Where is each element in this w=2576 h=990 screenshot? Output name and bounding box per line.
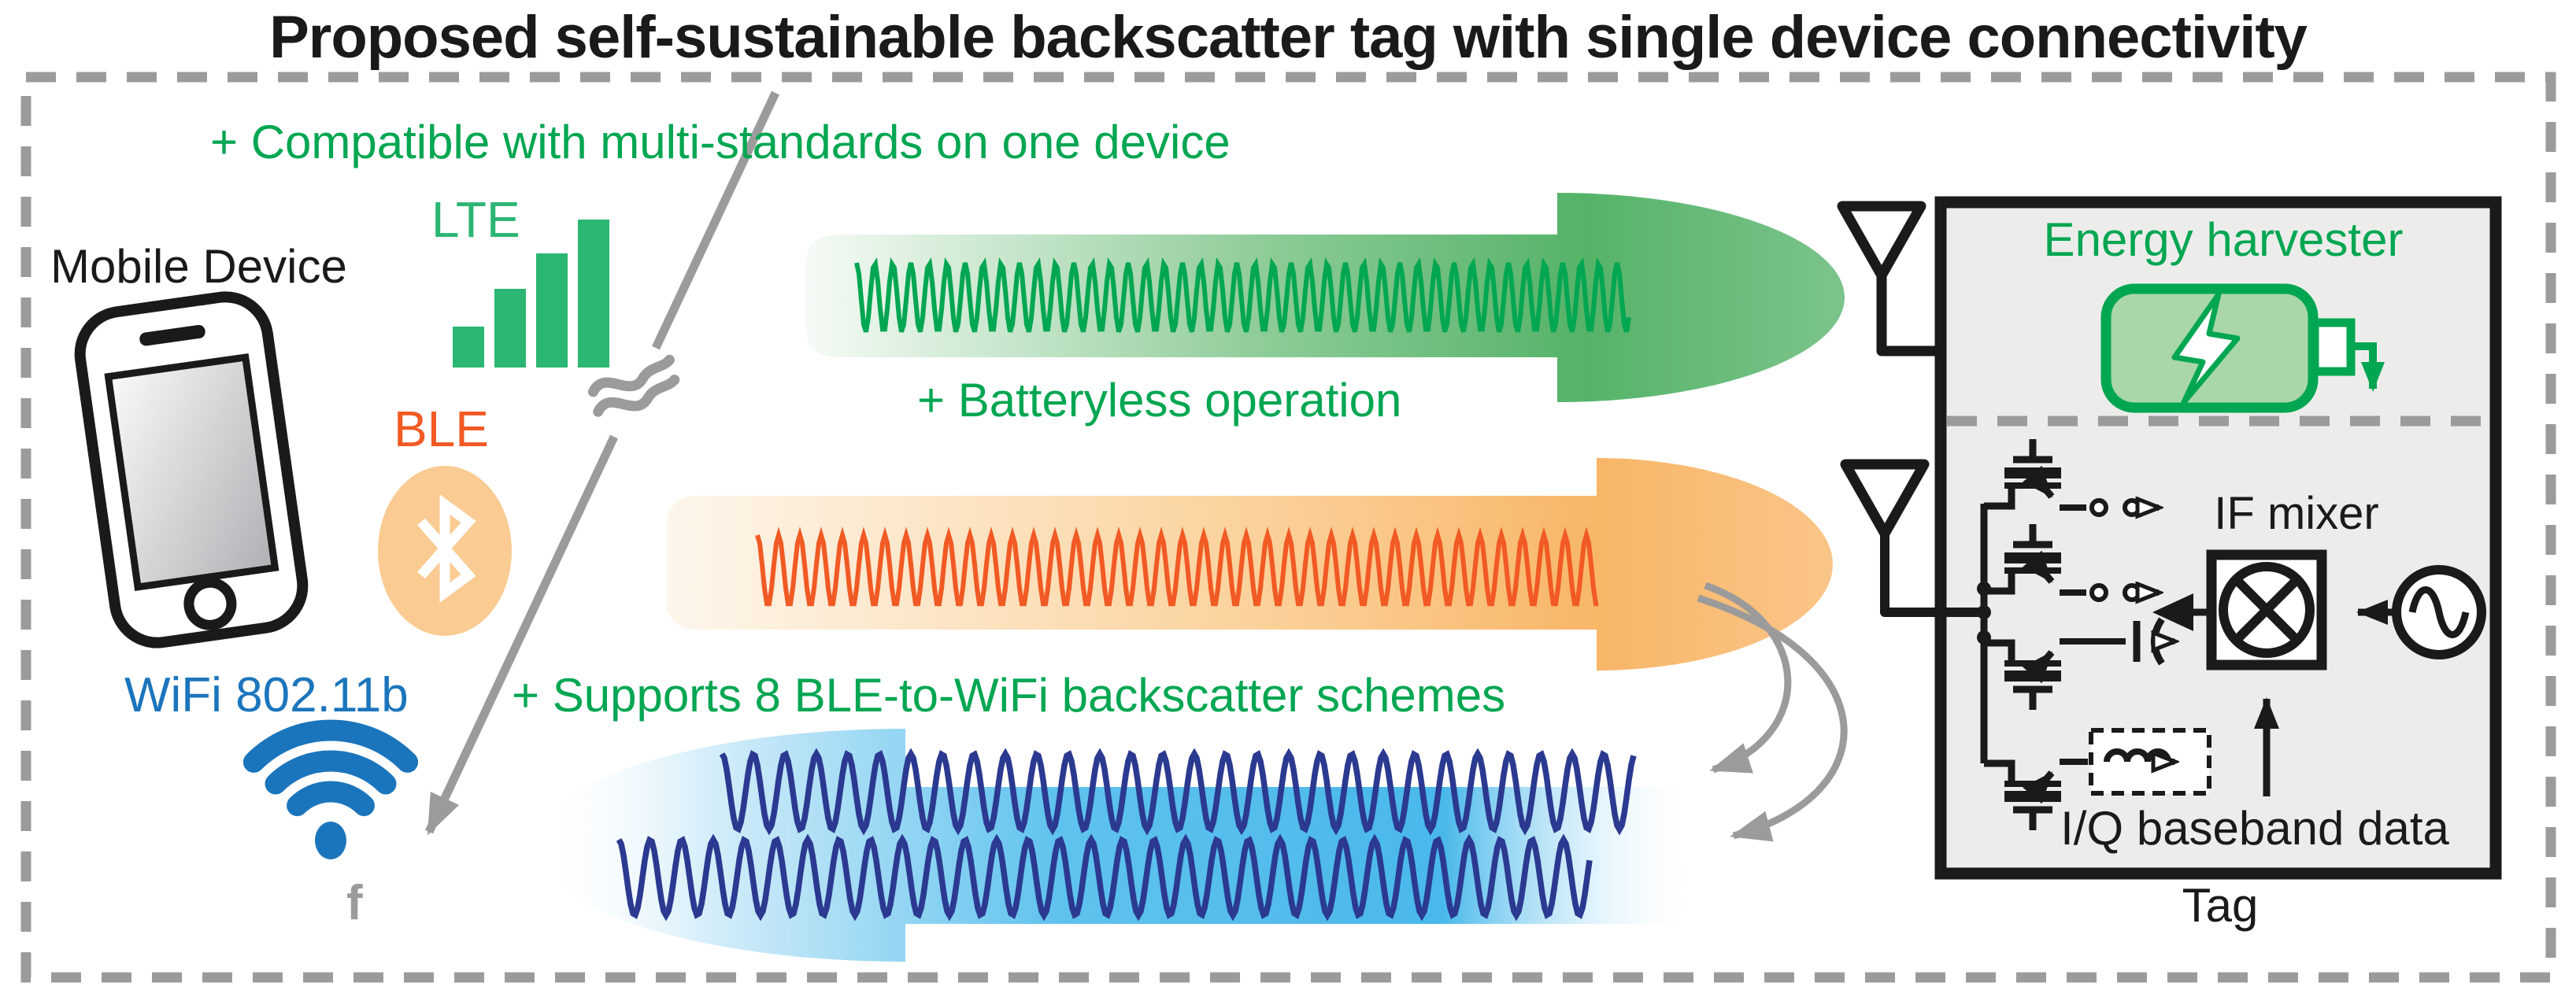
lte-wave — [854, 257, 1631, 333]
lightning-icon — [2171, 291, 2241, 405]
ble-incident-wave-arrow — [666, 458, 1833, 670]
lte-downlink-wave-arrow — [805, 193, 1845, 402]
switch-branch — [2060, 501, 2159, 515]
inductor-branch — [2060, 728, 2211, 796]
bluetooth-rune — [417, 494, 476, 603]
capacitor-branch — [2060, 617, 2174, 666]
lte-bar — [536, 253, 568, 368]
if-mixer-label: IF mixer — [2214, 488, 2379, 539]
tag-caption: Tag — [2182, 879, 2259, 932]
antenna-icon-top — [1837, 201, 1941, 356]
annotation-batteryless: + Batteryless operation — [917, 374, 1402, 427]
wifi-wave-1 — [719, 748, 1637, 836]
tag-circuit — [1977, 439, 2486, 830]
ble-wave — [755, 526, 1598, 607]
mixer-output-arrow — [2152, 593, 2193, 631]
figure-dashed-border — [20, 72, 2556, 983]
wifi-label: WiFi 802.11b — [124, 668, 409, 722]
bluetooth-icon — [378, 466, 512, 636]
battery-icon — [2100, 283, 2385, 413]
annotation-schemes: + Supports 8 BLE-to-WiFi backscatter sch… — [512, 669, 1506, 722]
mobile-device-label: Mobile Device — [50, 240, 347, 293]
wifi-dot — [315, 822, 346, 859]
axis-break-icon — [587, 354, 680, 417]
phone-speaker — [139, 324, 205, 346]
harvested-power-arrow — [2349, 342, 2385, 392]
wifi-icon — [242, 719, 419, 859]
annotation-multi-standards: + Compatible with multi-standards on one… — [210, 116, 1231, 168]
mixer-icon — [2206, 549, 2327, 670]
frequency-axis-arrow — [425, 91, 779, 836]
oscillator-icon — [2392, 565, 2486, 659]
backscatter-path-arrows — [1697, 582, 1848, 842]
phone-icon — [74, 291, 309, 648]
wifi-backscatter-wave-arrow — [535, 729, 1701, 962]
lte-bar — [494, 289, 526, 368]
frequency-axis-label: f — [346, 876, 363, 930]
figure-title: Proposed self-sustainable backscatter ta… — [269, 4, 2308, 71]
phone-home-button — [183, 577, 237, 630]
wifi-wave-2 — [616, 833, 1593, 922]
switch-branch — [2060, 586, 2159, 600]
lte-bar — [578, 220, 609, 368]
phone-screen — [104, 353, 279, 591]
antenna-icon-bottom — [1840, 459, 1984, 617]
backscatter-path-arrow — [1704, 582, 1792, 774]
iq-baseband-label: I/Q baseband data — [2060, 802, 2449, 855]
lte-bar — [453, 327, 484, 368]
energy-harvester-label: Energy harvester — [2043, 213, 2404, 266]
lte-label: LTE — [431, 191, 520, 248]
battery-terminal — [2310, 318, 2356, 376]
junction-dot — [1977, 605, 1991, 619]
backscatter-path-arrow — [1697, 594, 1848, 842]
lte-signal-bars-icon — [453, 220, 609, 368]
ble-label: BLE — [394, 401, 489, 457]
